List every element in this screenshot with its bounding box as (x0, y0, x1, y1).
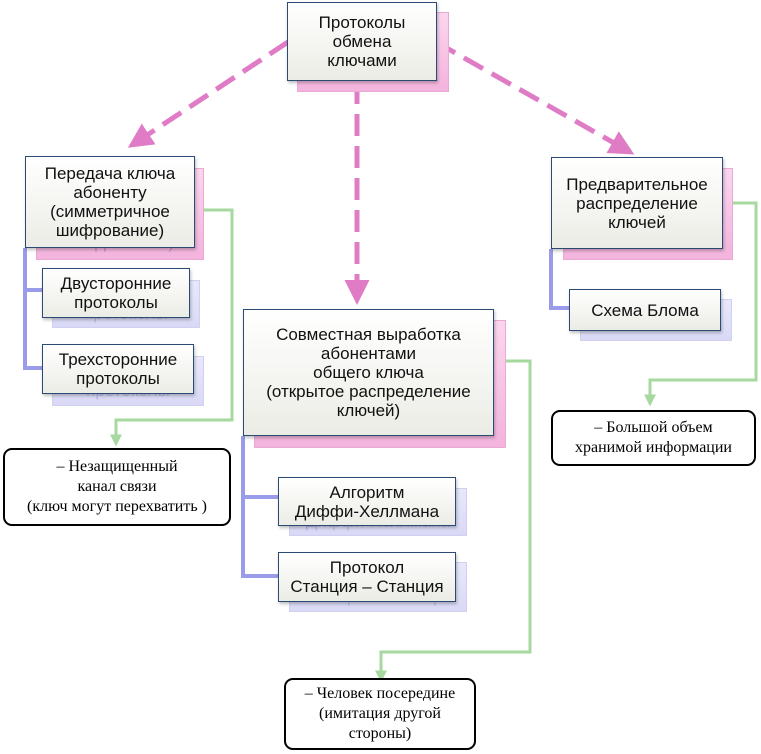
three-party-node: Трехсторонние протоколы (42, 344, 194, 394)
connector-symmetric-to-note (110, 208, 234, 447)
joint-node: Совместная выработка абонентами общего к… (243, 309, 494, 436)
connector-predistribution-to-note (644, 201, 758, 407)
blom-node: Схема Блома (569, 289, 721, 331)
connector-predistribution-blom (549, 249, 569, 310)
two-party-node: Двусторонние протоколы (42, 268, 190, 318)
connector-joint-station (241, 497, 278, 578)
connector-joint-to-note (375, 359, 532, 683)
symmetric-node: Передача ключа абоненту (симметричное ши… (25, 156, 195, 248)
note-mitm: – Человек посередине (имитация другой ст… (284, 678, 476, 750)
station-node: Протокол Станция – Станция (278, 552, 456, 602)
note-unsecured-channel: – Незащищенный канал связи (ключ могут п… (3, 448, 231, 526)
note-large-storage: – Большой объем хранимой информации (551, 410, 756, 466)
diffie-hellman-node: Алгоритм Диффи-Хеллмана (278, 477, 456, 526)
arrow-root-to-symmetric (127, 39, 290, 148)
connector-symmetric-three-party (23, 290, 42, 370)
predistribution-node: Предварительное распределение ключей (551, 157, 723, 249)
arrow-root-to-predistribution (434, 39, 635, 155)
root-node: Протоколы обмена ключами (287, 2, 437, 81)
